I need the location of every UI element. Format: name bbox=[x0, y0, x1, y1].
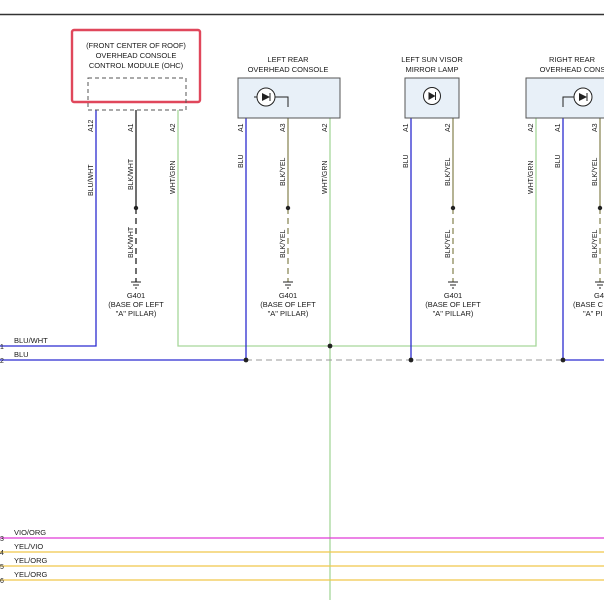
lamp-icon bbox=[562, 87, 593, 107]
left-rear-module-box[interactable] bbox=[237, 77, 341, 119]
wire-label: WHT/GRN bbox=[170, 161, 177, 194]
bus-line-number: 6 bbox=[0, 578, 4, 585]
ohc-title-2: OVERHEAD CONSOLE bbox=[96, 51, 177, 60]
ground-symbol bbox=[283, 281, 293, 289]
pin-label: A2 bbox=[170, 123, 177, 132]
bus-line-number: 5 bbox=[0, 564, 4, 571]
lamp-icon bbox=[423, 87, 441, 105]
pin-label: A2 bbox=[445, 123, 452, 132]
ohc-title-3: CONTROL MODULE (OHC) bbox=[89, 61, 184, 70]
bus-line-number: 3 bbox=[0, 536, 4, 543]
wire-label: BLK/YEL bbox=[280, 157, 287, 186]
wire-label: BLU bbox=[555, 154, 562, 168]
bus-line-number: 1 bbox=[0, 344, 4, 351]
lamp-icon bbox=[254, 87, 289, 107]
pin-label: A1 bbox=[238, 123, 245, 132]
bus-line-label: YEL/ORG bbox=[14, 556, 48, 565]
splice-dot bbox=[285, 205, 291, 211]
wire-label: BLK/YEL bbox=[445, 229, 452, 258]
ground-symbol bbox=[595, 281, 604, 289]
wire-label: BLU/WHT bbox=[88, 164, 95, 196]
ohc-highlight-box[interactable] bbox=[70, 28, 202, 104]
ground-id: G401 bbox=[279, 291, 297, 300]
wire-label: BLK/YEL bbox=[592, 157, 599, 186]
pin-label: A1 bbox=[555, 123, 562, 132]
ground-id: G401 bbox=[444, 291, 462, 300]
pin-label: A1 bbox=[403, 123, 410, 132]
wire-label: WHT/GRN bbox=[322, 161, 329, 194]
pin-label: A2 bbox=[528, 123, 535, 132]
pin-label: A3 bbox=[280, 123, 287, 132]
pin-label: A2 bbox=[322, 123, 329, 132]
left-rear-title-2: OVERHEAD CONSOLE bbox=[248, 65, 329, 74]
bus-line-label: BLU/WHT bbox=[14, 336, 48, 345]
left-rear-title-1: LEFT REAR bbox=[267, 55, 309, 64]
ground-loc-2: "A" PI bbox=[583, 309, 603, 318]
ground-loc-2: "A" PILLAR) bbox=[268, 309, 309, 318]
ground-symbol bbox=[131, 281, 141, 289]
bus-line-number: 2 bbox=[0, 358, 4, 365]
sun-visor-title-1: LEFT SUN VISOR bbox=[401, 55, 463, 64]
ground-id: G4 bbox=[594, 291, 604, 300]
ground-symbol bbox=[448, 281, 458, 289]
wire-ohc-blu-wht[interactable] bbox=[0, 110, 97, 347]
ground-loc-1: (BASE OF LEFT bbox=[425, 300, 481, 309]
wire-label: BLK/WHT bbox=[128, 158, 135, 190]
ground-loc-2: "A" PILLAR) bbox=[116, 309, 157, 318]
bus-line-number: 4 bbox=[0, 550, 4, 557]
splice-dot bbox=[597, 205, 603, 211]
splice-dot bbox=[243, 357, 249, 363]
wire-label: BLU bbox=[238, 154, 245, 168]
wire-label: BLK/WHT bbox=[128, 226, 135, 258]
bus-line-label: VIO/ORG bbox=[14, 528, 46, 537]
ohc-title-1: (FRONT CENTER OF ROOF) bbox=[86, 41, 186, 50]
pin-label: A12 bbox=[88, 119, 95, 132]
wire-ohc-wht-grn[interactable] bbox=[177, 110, 537, 347]
ground-id: G401 bbox=[127, 291, 145, 300]
bus-line-label: YEL/ORG bbox=[14, 570, 48, 579]
bus-line-label: YEL/VIO bbox=[14, 542, 43, 551]
splice-dot bbox=[560, 357, 566, 363]
ground-loc-1: (BASE C bbox=[573, 300, 604, 309]
splice-dot bbox=[327, 343, 333, 349]
wire-label: BLK/YEL bbox=[445, 157, 452, 186]
splice-dot bbox=[450, 205, 456, 211]
wire-label: WHT/GRN bbox=[528, 161, 535, 194]
pin-label: A3 bbox=[592, 123, 599, 132]
pin-label: A1 bbox=[128, 123, 135, 132]
right-rear-title-1: RIGHT REAR bbox=[549, 55, 596, 64]
ground-loc-2: "A" PILLAR) bbox=[433, 309, 474, 318]
wire-label: BLK/YEL bbox=[592, 229, 599, 258]
wire-label: BLK/YEL bbox=[280, 229, 287, 258]
ohc-module-box[interactable] bbox=[87, 77, 187, 111]
ground-loc-1: (BASE OF LEFT bbox=[260, 300, 316, 309]
right-rear-title-2: OVERHEAD CONSOLE bbox=[540, 65, 604, 74]
splice-dot bbox=[133, 205, 139, 211]
splice-dot bbox=[408, 357, 414, 363]
sun-visor-title-2: MIRROR LAMP bbox=[406, 65, 459, 74]
wire-label: BLU bbox=[403, 154, 410, 168]
bus-line-label: BLU bbox=[14, 350, 29, 359]
ground-loc-1: (BASE OF LEFT bbox=[108, 300, 164, 309]
